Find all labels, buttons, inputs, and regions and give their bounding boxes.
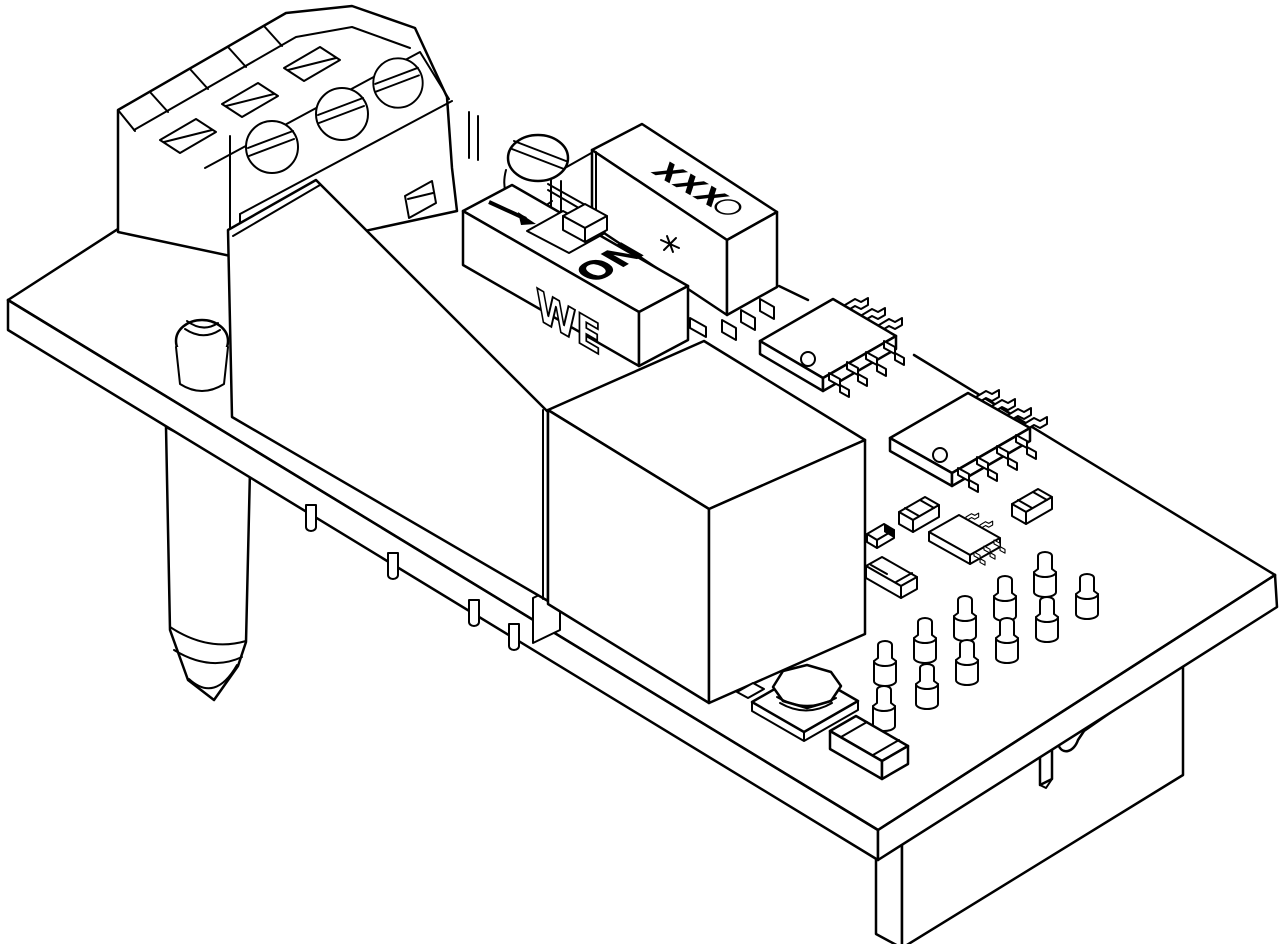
- relay-box: [546, 339, 867, 705]
- board-edge-pins: [305, 504, 561, 651]
- soic8-ic-2: [888, 389, 1048, 493]
- pin1-dot: [800, 351, 816, 367]
- component-feet: [689, 298, 775, 341]
- chip-resistor-2: [865, 556, 918, 599]
- chip-resistor-3: [828, 714, 910, 781]
- mounting-screw-mid: [503, 133, 570, 214]
- mounting-screw-left: [174, 318, 230, 392]
- marked-component: XXX: [590, 122, 779, 341]
- dip-actuator: [562, 203, 608, 243]
- power-inductor: [736, 663, 860, 742]
- chip-capacitor-2: [1011, 488, 1053, 525]
- dip-switch: ON WE: [461, 183, 690, 368]
- chip-resistor-1: [866, 523, 895, 549]
- chip-capacitor-1: [898, 496, 940, 533]
- soic8-ic-1: [758, 297, 905, 398]
- dip-arrow-icon: [488, 200, 536, 225]
- pin1-circle-mark: [714, 199, 742, 215]
- small-ic: [928, 512, 1006, 566]
- wire-opening: [159, 46, 341, 154]
- orientation-mark: [660, 235, 680, 253]
- pin1-dot: [932, 447, 948, 463]
- snap-in-standoff: [164, 425, 252, 702]
- screw-terminal-block: [116, 4, 459, 260]
